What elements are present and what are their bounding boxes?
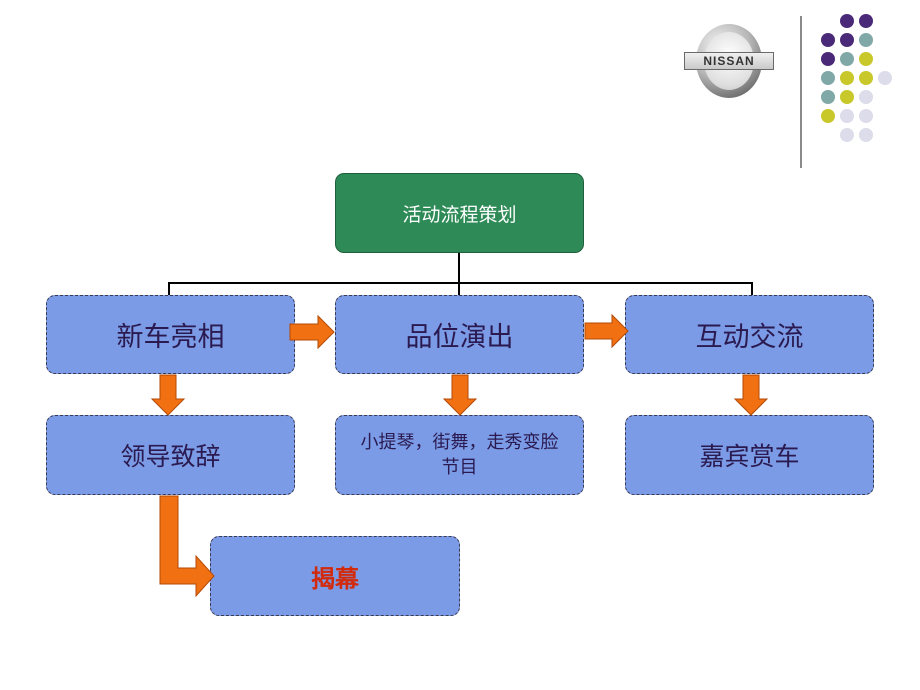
decorative-dot — [821, 109, 835, 123]
decorative-dot — [840, 90, 854, 104]
arrow-elbow — [159, 495, 215, 598]
box-performance: 品位演出 — [335, 295, 584, 374]
decorative-dot — [859, 90, 873, 104]
box-unveiling: 揭幕 — [210, 536, 460, 616]
box-leader-speech-label: 领导致辞 — [120, 442, 221, 471]
root-box: 活动流程策划 — [335, 173, 584, 253]
decorative-dot — [840, 71, 854, 85]
connector-right-drop — [751, 282, 753, 295]
decorative-dot — [859, 128, 873, 142]
box-show-program: 小提琴，街舞，走秀变脸节目 — [335, 415, 584, 495]
nissan-logo: NISSAN — [684, 24, 774, 102]
box-guest-viewing-label: 嘉宾赏车 — [699, 442, 800, 471]
connector-left-drop — [168, 282, 170, 295]
box-new-car-reveal-label: 新车亮相 — [116, 322, 225, 353]
decorative-dot — [840, 109, 854, 123]
box-unveiling-label: 揭幕 — [311, 564, 359, 593]
decorative-dot — [859, 33, 873, 47]
decorative-dot — [821, 90, 835, 104]
decorative-dot — [859, 109, 873, 123]
decorative-dot — [878, 71, 892, 85]
arrow-down-3 — [733, 374, 769, 416]
logo-wordmark: NISSAN — [684, 52, 774, 70]
box-show-program-label: 小提琴，街舞，走秀变脸节目 — [360, 432, 559, 478]
arrow-down-2 — [442, 374, 478, 416]
decorative-dot — [821, 52, 835, 66]
connector-root-stem — [458, 253, 460, 283]
box-guest-viewing: 嘉宾赏车 — [625, 415, 874, 495]
connector-mid-drop — [458, 282, 460, 295]
arrow-right-1 — [289, 314, 335, 350]
decorative-dot — [840, 14, 854, 28]
box-leader-speech: 领导致辞 — [46, 415, 295, 495]
root-label: 活动流程策划 — [402, 203, 517, 226]
box-interaction-label: 互动交流 — [695, 322, 804, 353]
arrow-down-1 — [150, 374, 186, 416]
arrow-right-2 — [584, 313, 629, 349]
box-performance-label: 品位演出 — [405, 322, 514, 353]
decorative-dot — [821, 71, 835, 85]
decorative-dot — [859, 52, 873, 66]
box-interaction: 互动交流 — [625, 295, 874, 374]
decorative-dot — [840, 52, 854, 66]
decorative-dot — [821, 33, 835, 47]
connector-horizontal — [168, 282, 752, 284]
decorative-dot — [840, 128, 854, 142]
divider-line — [800, 16, 802, 168]
decorative-dot — [840, 33, 854, 47]
decorative-dot — [859, 71, 873, 85]
decorative-dot — [859, 14, 873, 28]
box-new-car-reveal: 新车亮相 — [46, 295, 295, 374]
